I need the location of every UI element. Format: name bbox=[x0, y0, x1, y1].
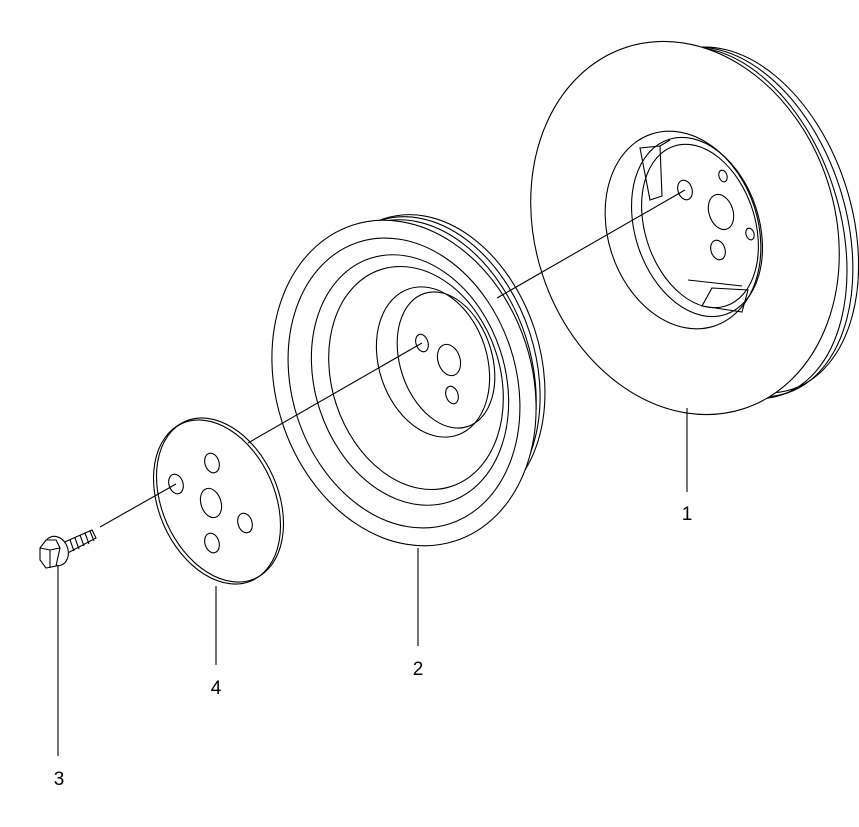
part-1-damper-pulley bbox=[530, 40, 859, 416]
leader-lines bbox=[57, 408, 688, 756]
callout-labels: 1 2 3 4 bbox=[54, 504, 693, 790]
callout-2: 2 bbox=[413, 659, 424, 680]
part-4-washer-plate bbox=[152, 417, 285, 585]
callout-1: 1 bbox=[682, 504, 693, 525]
callout-4: 4 bbox=[211, 678, 222, 699]
part-2-pulley bbox=[271, 214, 546, 547]
part-3-bolt bbox=[39, 529, 97, 569]
callout-3: 3 bbox=[54, 769, 65, 790]
assembly-axis-lines bbox=[99, 189, 686, 528]
